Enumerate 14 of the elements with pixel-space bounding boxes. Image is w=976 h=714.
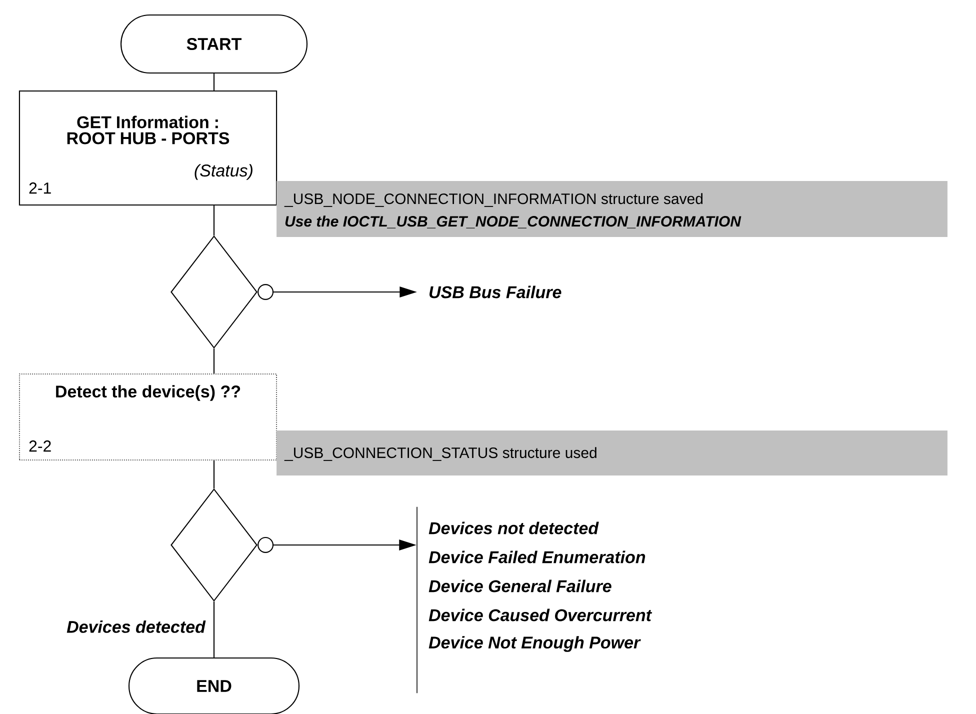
connector-line [213, 206, 215, 236]
outcome-text: USB Bus Failure [430, 286, 562, 298]
terminator: START [120, 14, 308, 74]
process-box: Detect the device(s) ?? 2-2 [19, 374, 277, 460]
process-box: GET Information : ROOT HUB - PORTS (Status) 2-1 [18, 90, 278, 206]
terminator: END [128, 657, 300, 714]
connector-line [213, 348, 215, 374]
note-box: _USB_NODE_CONNECTION_INFORMATION structure saved Use the IOCTL_USB_GET_NODE_CONNECTION_INFORMATION [276, 181, 948, 237]
note-box: _USB_CONNECTION_STATUS structure used [276, 430, 948, 476]
connector-line [213, 602, 215, 658]
edge-label: Devices detected [66, 620, 206, 633]
connector-line [213, 460, 215, 488]
connector-line [213, 74, 215, 90]
outcome-list: Devices not detected Device Failed Enumeration Device General Failure Device Caused Overcurrent Device Not Enough Power [416, 506, 652, 694]
